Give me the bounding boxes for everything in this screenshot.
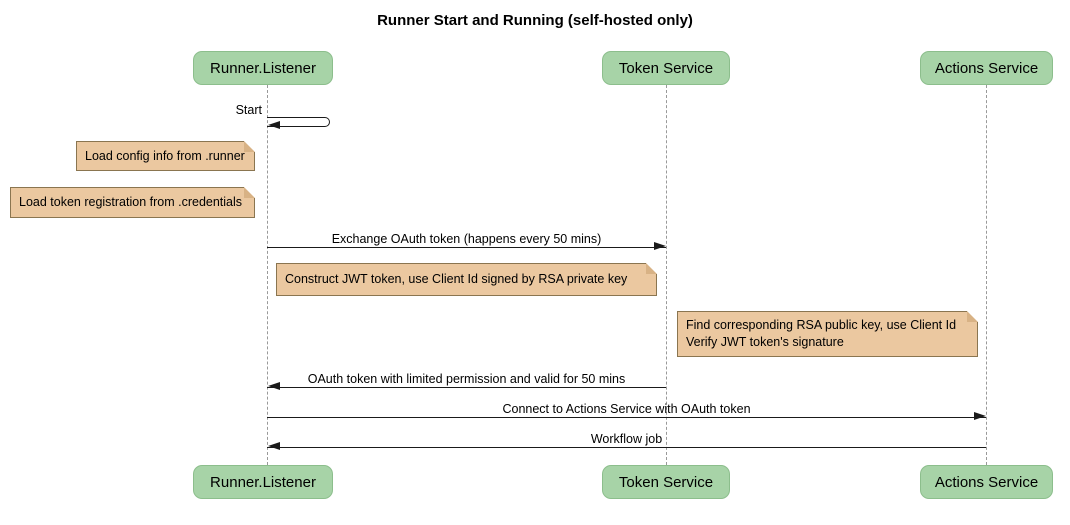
arrowhead-right-icon	[654, 242, 666, 250]
message-label-oauth-token-back: OAuth token with limited permission and …	[307, 372, 626, 386]
arrowhead-left-icon	[268, 382, 280, 390]
message-label-connect-actions: Connect to Actions Service with OAuth to…	[502, 402, 751, 416]
note-load-config: Load config info from .runner	[76, 141, 255, 171]
note-construct-jwt: Construct JWT token, use Client Id signe…	[276, 263, 657, 296]
message-line-oauth-token-back	[267, 387, 666, 388]
participant-label: Token Service	[618, 59, 714, 77]
note-fold-icon	[646, 263, 657, 274]
lifeline-runner-listener	[267, 85, 268, 465]
note-fold-icon	[967, 311, 978, 322]
note-load-token-registration: Load token registration from .credential…	[10, 187, 255, 218]
arrowhead-left-icon	[268, 442, 280, 450]
participant-top-runner-listener: Runner.Listener	[193, 51, 333, 85]
participant-top-token-service: Token Service	[602, 51, 730, 85]
message-label-exchange-oauth: Exchange OAuth token (happens every 50 m…	[331, 232, 602, 246]
participant-label: Actions Service	[934, 59, 1039, 77]
note-fold-icon	[244, 141, 255, 152]
lifeline-actions-service	[986, 85, 987, 465]
note-text: Verify JWT token's signature	[686, 335, 844, 349]
participant-bottom-runner-listener: Runner.Listener	[193, 465, 333, 499]
participant-bottom-token-service: Token Service	[602, 465, 730, 499]
note-verify-jwt: Find corresponding RSA public key, use C…	[677, 311, 978, 357]
lifeline-token-service	[666, 85, 667, 465]
diagram-title: Runner Start and Running (self-hosted on…	[377, 12, 693, 29]
participant-label: Token Service	[618, 473, 714, 491]
message-label-workflow-job: Workflow job	[590, 432, 663, 446]
message-line-workflow-job	[267, 447, 986, 448]
message-line-connect-actions	[267, 417, 986, 418]
participant-bottom-actions-service: Actions Service	[920, 465, 1053, 499]
message-self-loop-start	[267, 117, 330, 127]
note-text: Load token registration from .credential…	[19, 195, 243, 209]
message-label-start: Start	[235, 103, 262, 117]
note-text: Load config info from .runner	[85, 148, 245, 163]
participant-top-actions-service: Actions Service	[920, 51, 1053, 85]
participant-label: Runner.Listener	[210, 59, 316, 77]
arrowhead-left-icon	[268, 121, 280, 129]
note-text: Find corresponding RSA public key, use C…	[686, 318, 957, 332]
message-line-exchange-oauth	[267, 247, 666, 248]
note-fold-icon	[244, 187, 255, 198]
participant-label: Actions Service	[934, 473, 1039, 491]
arrowhead-right-icon	[974, 412, 986, 420]
participant-label: Runner.Listener	[210, 473, 316, 491]
note-text: Construct JWT token, use Client Id signe…	[285, 272, 628, 286]
